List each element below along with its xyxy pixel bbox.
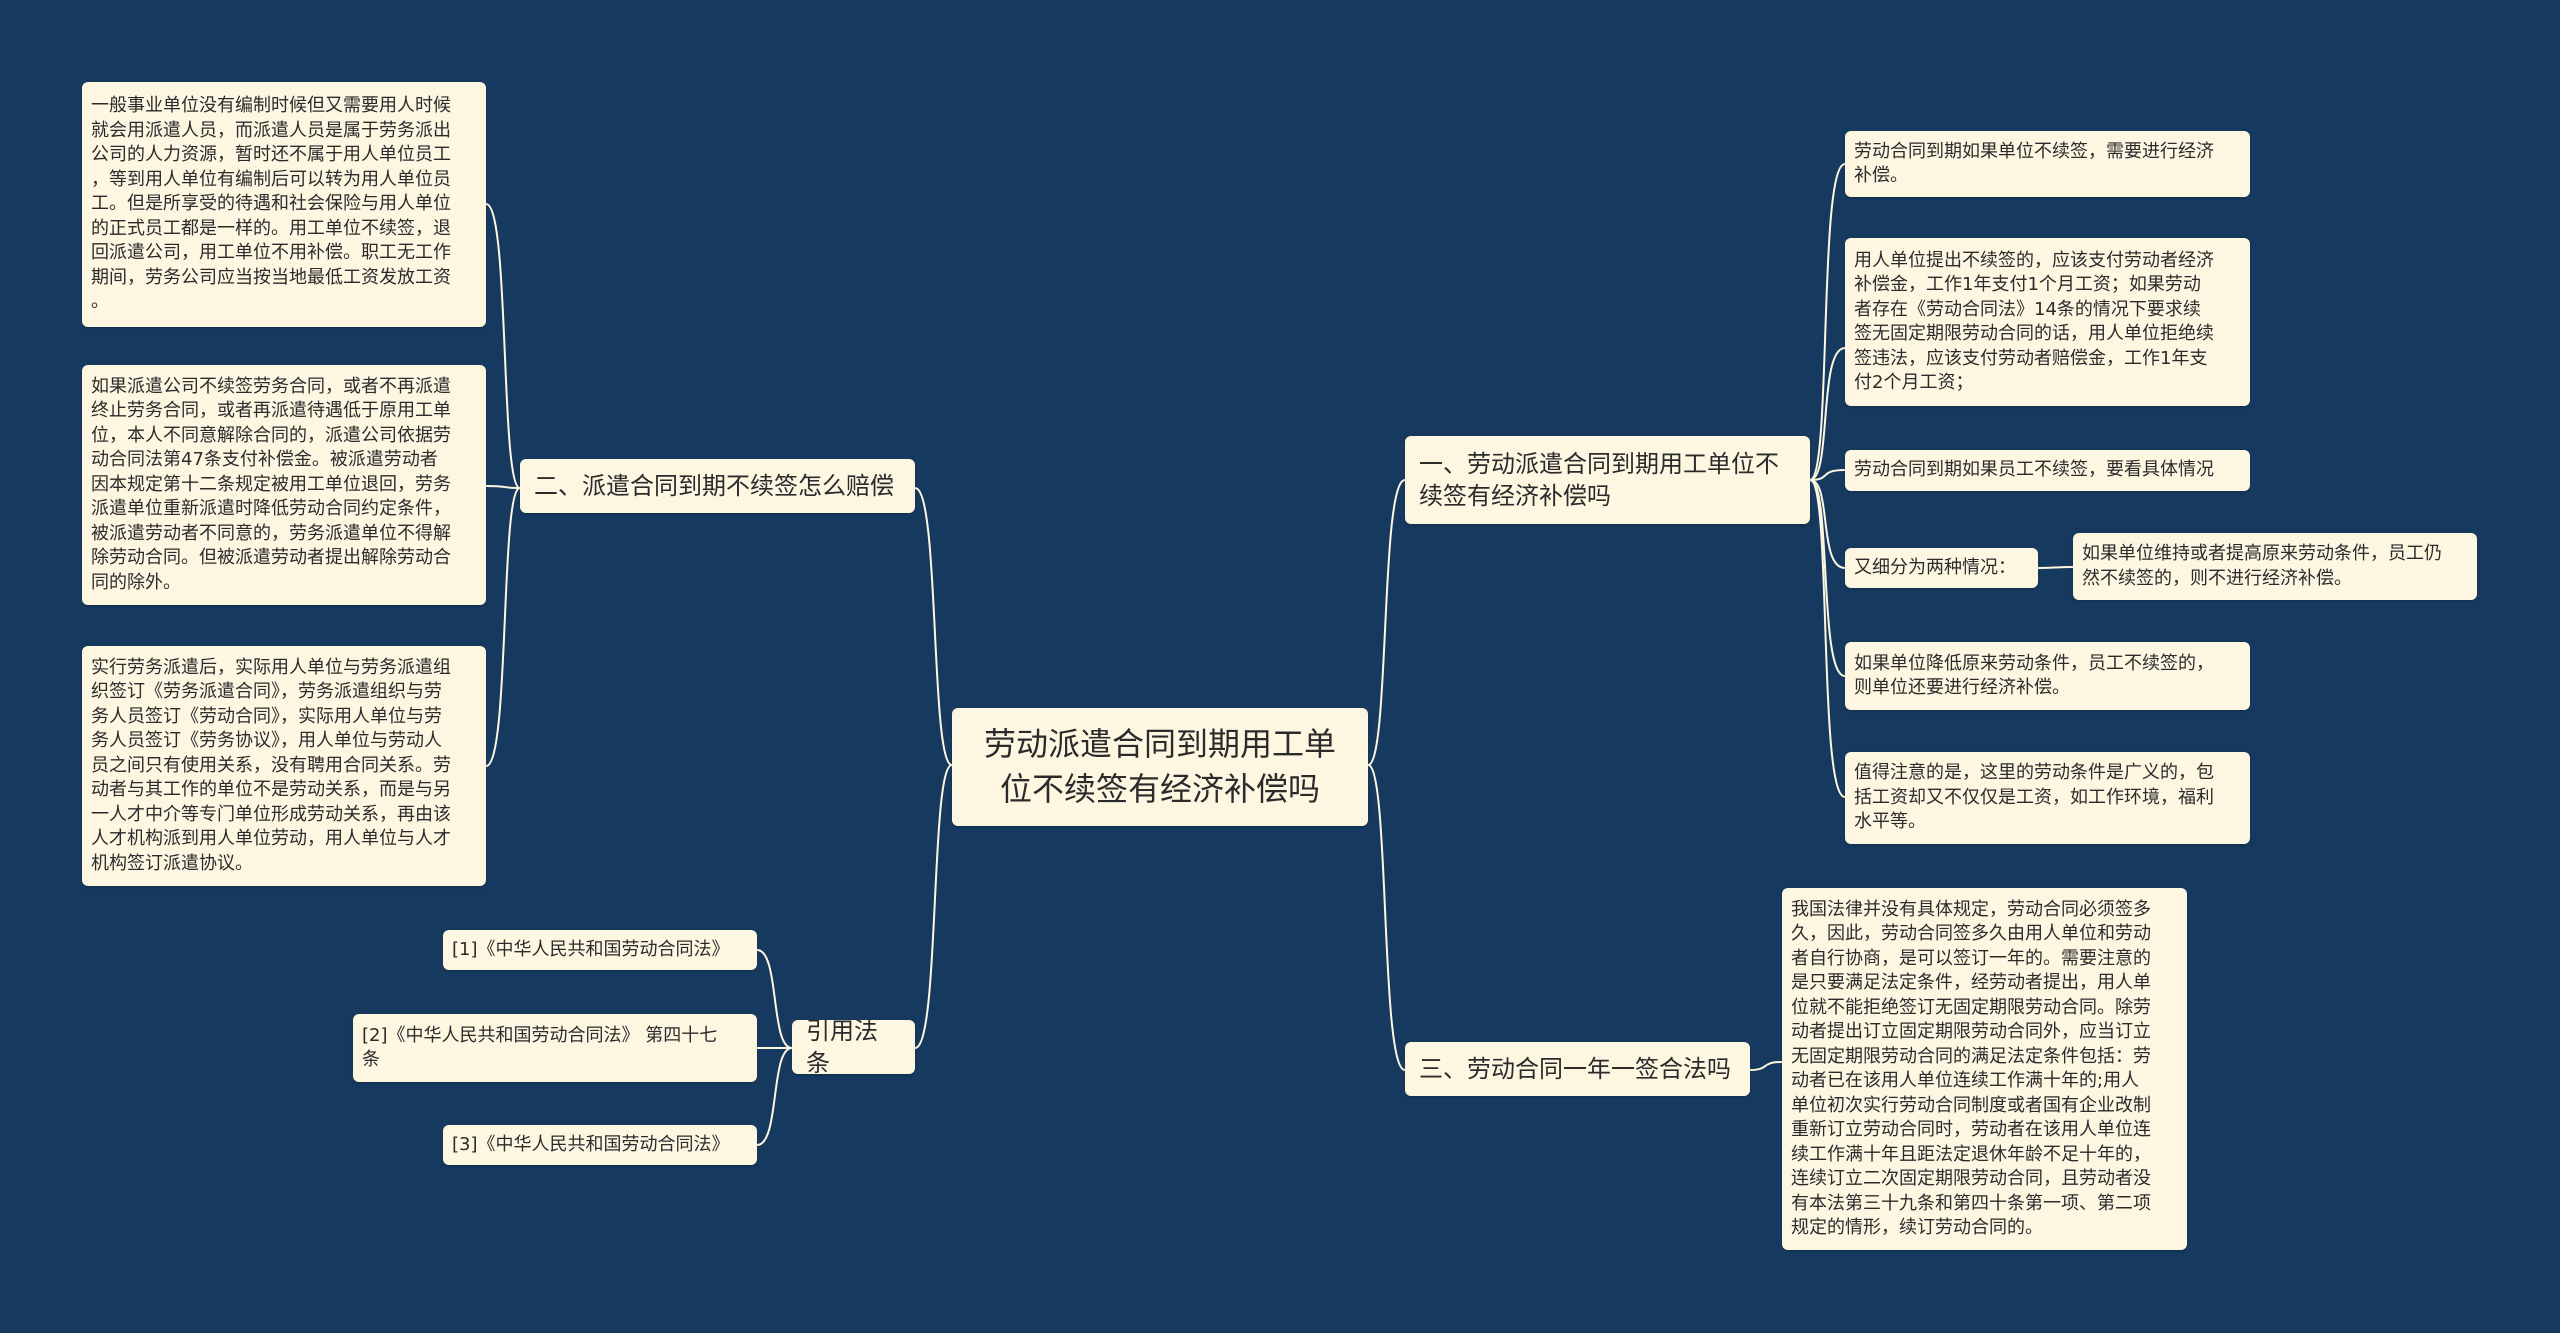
link-b2-l9 bbox=[485, 487, 521, 767]
leaf-node[interactable]: 如果单位维持或者提高原来劳动条件，员工仍 然不续签的，则不进行经济补偿。 bbox=[2073, 533, 2477, 600]
leaf-node[interactable]: 如果单位降低原来劳动条件，员工不续签的， 则单位还要进行经济补偿。 bbox=[1845, 642, 2250, 710]
link-l4-l4a bbox=[2037, 566, 2074, 569]
branch-node-3[interactable]: 三、劳动合同一年一签合法吗 bbox=[1405, 1042, 1750, 1096]
link-b1-l5 bbox=[1809, 479, 1846, 677]
citation-leaf[interactable]: [3]《中华人民共和国劳动合同法》 bbox=[443, 1125, 757, 1165]
link-root-b4 bbox=[914, 764, 953, 1049]
link-b1-l4 bbox=[1809, 479, 1846, 569]
leaf-node[interactable]: 用人单位提出不续签的，应该支付劳动者经济 补偿金，工作1年支付1个月工资；如果劳… bbox=[1845, 238, 2250, 406]
branch-node-4[interactable]: 引用法条 bbox=[792, 1017, 915, 1077]
link-root-b2 bbox=[914, 487, 953, 766]
citation-leaf[interactable]: [2]《中华人民共和国劳动合同法》 第四十七 条 bbox=[353, 1014, 757, 1082]
link-b1-l1 bbox=[1809, 163, 1846, 481]
link-b2-l7 bbox=[485, 203, 521, 489]
link-b2-l8 bbox=[485, 485, 521, 489]
link-root-b3 bbox=[1367, 764, 1406, 1071]
leaf-node[interactable]: 又细分为两种情况： bbox=[1845, 548, 2038, 588]
citation-leaf[interactable]: [1]《中华人民共和国劳动合同法》 bbox=[443, 930, 757, 970]
leaf-node[interactable]: 如果派遣公司不续签劳务合同，或者不再派遣 终止劳务合同，或者再派遣待遇低于原用工… bbox=[82, 365, 486, 605]
link-b1-l2 bbox=[1809, 347, 1846, 481]
leaf-node[interactable]: 值得注意的是，这里的劳动条件是广义的，包 括工资却又不仅仅是工资，如工作环境，福… bbox=[1845, 752, 2250, 844]
link-b1-l3 bbox=[1809, 469, 1846, 481]
link-b4-l13 bbox=[756, 1047, 793, 1146]
link-root-b1 bbox=[1367, 479, 1406, 766]
link-b3-l10 bbox=[1749, 1061, 1783, 1071]
leaf-node[interactable]: 劳动合同到期如果单位不续签，需要进行经济 补偿。 bbox=[1845, 131, 2250, 197]
branch-node-1[interactable]: 一、劳动派遣合同到期用工单位不 续签有经济补偿吗 bbox=[1405, 436, 1810, 524]
leaf-node[interactable]: 实行劳务派遣后，实际用人单位与劳务派遣组 织签订《劳务派遣合同》，劳务派遣组织与… bbox=[82, 646, 486, 886]
link-b4-l11 bbox=[756, 949, 793, 1049]
leaf-node[interactable]: 我国法律并没有具体规定，劳动合同必须签多 久，因此，劳动合同签多久由用人单位和劳… bbox=[1782, 888, 2187, 1250]
root-node[interactable]: 劳动派遣合同到期用工单 位不续签有经济补偿吗 bbox=[952, 708, 1368, 826]
link-b1-l6 bbox=[1809, 479, 1846, 798]
branch-node-2[interactable]: 二、派遣合同到期不续签怎么赔偿 bbox=[520, 459, 915, 513]
leaf-node[interactable]: 一般事业单位没有编制时候但又需要用人时候 就会用派遣人员，而派遣人员是属于劳务派… bbox=[82, 82, 486, 327]
leaf-node[interactable]: 劳动合同到期如果员工不续签，要看具体情况 bbox=[1845, 450, 2250, 491]
